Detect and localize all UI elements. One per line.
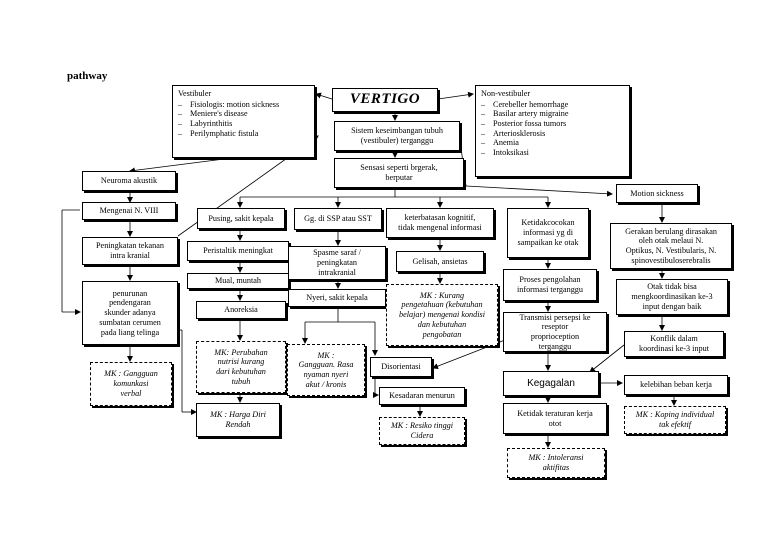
non-vestibuler-item: Arteriosklerosis xyxy=(481,129,568,139)
non-vestibuler-header: Non-vestibuler xyxy=(481,89,531,98)
mk-nyeri-node: MK : Gangguan. Rasa nyaman nyeri akut / … xyxy=(287,344,365,396)
nyeri-node: Nyeri, sakit kepala xyxy=(288,289,386,307)
sistem-keseimbangan-node: Sistem keseimbangan tubuh (vestibuler) t… xyxy=(334,121,460,151)
anoreksia-node: Anoreksia xyxy=(196,301,286,319)
non-vestibuler-box: Non-vestibuler Cerebeller hemorrhage Bas… xyxy=(475,85,630,177)
sensasi-node: Sensasi seperti brgerak, berputar xyxy=(334,158,464,188)
mk-harga-diri-node: MK : Harga Diri Rendah xyxy=(196,403,280,437)
vestibuler-item: Labyrinthitis xyxy=(178,119,279,129)
disorientasi-node: Disorientasi xyxy=(370,357,432,377)
kelebihan-node: kelebihan beban kerja xyxy=(624,375,728,395)
peningkatan-tekanan-node: Peningkatan tekanan intra kranial xyxy=(82,237,178,265)
vertigo-title: VERTIGO xyxy=(332,88,438,112)
mk-intoleransi-node: MK : Intoleransi aktifitas xyxy=(507,448,605,478)
mengenai-node: Mengenai N. VIII xyxy=(82,202,176,220)
mk-nutrisi-node: MK: Perubahan nutrisi kurang dari kebutu… xyxy=(196,341,286,393)
kegagalan-node: Kegagalan xyxy=(503,371,599,396)
neuroma-node: Neuroma akustik xyxy=(82,171,176,191)
vestibuler-item: Fisiologis: motion sickness xyxy=(178,100,279,110)
motion-sickness-node: Motion sickness xyxy=(616,184,698,203)
non-vestibuler-item: Intoksikasi xyxy=(481,148,568,158)
pusing-node: Pusing, sakit kepala xyxy=(197,208,285,229)
mk-pengetahuan-node: MK : Kurang pengetahuan (kebutuhan belaj… xyxy=(386,284,498,346)
penurunan-node: penurunan pendengaran skunder adanya sum… xyxy=(82,281,178,345)
gelisah-node: Gelisah, ansietas xyxy=(396,251,484,272)
non-vestibuler-item: Basilar artery migraine xyxy=(481,109,568,119)
ketidakcocokan-node: Ketidakcocokan informasi yg di sampaikan… xyxy=(507,208,589,258)
spasme-node: Spasme saraf / peningkatan intrakranial xyxy=(288,246,386,280)
vestibuler-item: Meniere's disease xyxy=(178,109,279,119)
transmisi-node: Transmisi persepsi ke reseptor proprioce… xyxy=(503,312,607,352)
konflik-node: Konflik dalam koordinasi ke-3 input xyxy=(624,331,724,357)
vestibuler-header: Vestibuler xyxy=(178,89,212,98)
keterbatasan-node: keterbatasan kognitif, tidak mengenal in… xyxy=(386,208,494,238)
mual-node: Mual, muntah xyxy=(187,273,289,289)
vestibuler-box: Vestibuler Fisiologis: motion sickness M… xyxy=(172,85,315,158)
mk-koping-node: MK : Koping individual tak efektif xyxy=(624,406,726,434)
ketidak-teraturan-node: Ketidak teraturan kerja otot xyxy=(503,403,607,434)
mk-komunikasi-node: MK : Gangguan komunkasi verbal xyxy=(90,362,172,406)
non-vestibuler-item: Posterior fossa tumors xyxy=(481,119,568,129)
peristaltik-node: Peristaltik meningkat xyxy=(187,241,289,261)
gg-ssp-node: Gg. di SSP atau SST xyxy=(294,208,382,230)
page-heading: pathway xyxy=(67,70,108,82)
otak-node: Otak tidak bisa mengkoordinasikan ke-3 i… xyxy=(616,279,728,315)
proses-node: Proses pengolahan informasi terganggu xyxy=(503,269,597,301)
non-vestibuler-item: Cerebeller hemorrhage xyxy=(481,100,568,110)
kesadaran-node: Kesadaran menurun xyxy=(379,387,465,405)
vestibuler-item: Perilymphatic fistula xyxy=(178,129,279,139)
non-vestibuler-item: Anemia xyxy=(481,138,568,148)
mk-cidera-node: MK : Resiko tinggi Cidera xyxy=(379,417,465,445)
gerakan-node: Gerakan berulang dirasakan oleh otak mel… xyxy=(610,223,732,269)
